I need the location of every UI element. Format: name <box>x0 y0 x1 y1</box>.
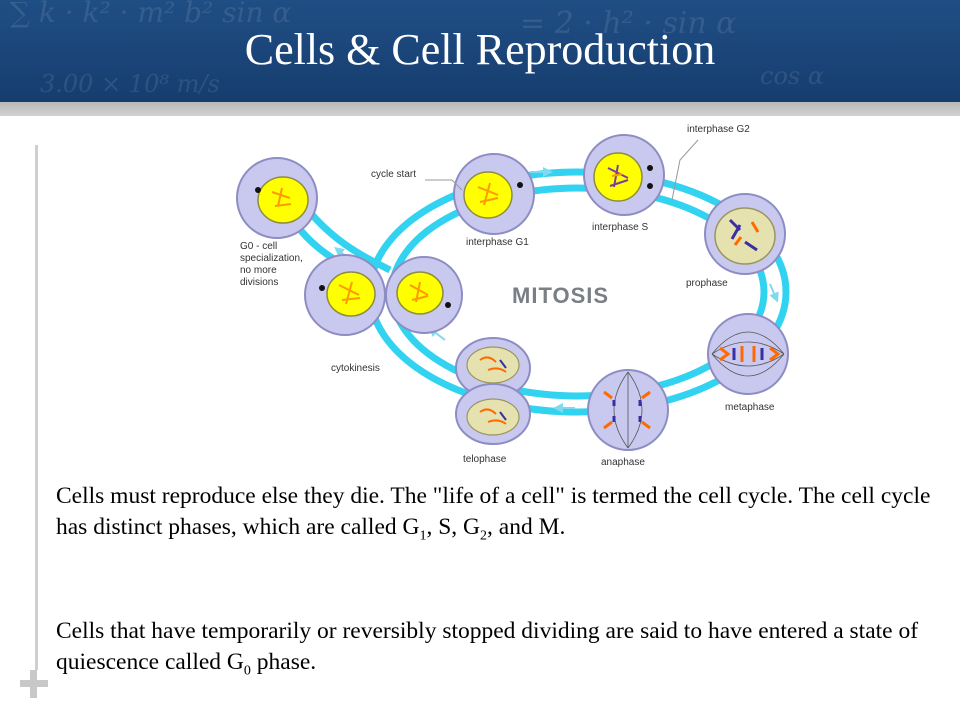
label-cytokinesis: cytokinesis <box>331 363 380 374</box>
label-metaphase: metaphase <box>725 402 775 413</box>
label-g0-line4: divisions <box>240 277 278 288</box>
label-prophase: prophase <box>686 278 728 289</box>
label-g0-line1: G0 - cell <box>240 241 277 252</box>
label-interphase-s: interphase S <box>592 222 648 233</box>
label-cycle-start: cycle start <box>371 169 416 180</box>
plus-icon <box>14 664 54 704</box>
cell-g0-top <box>236 157 318 239</box>
cell-anaphase <box>587 369 669 451</box>
cell-g1-early <box>385 256 463 334</box>
label-telophase: telophase <box>463 454 507 465</box>
label-anaphase: anaphase <box>601 457 645 468</box>
cell-interphase-s <box>583 134 665 216</box>
paragraph-quiescence: Cells that have temporarily or reversibl… <box>56 618 919 679</box>
header-background-decoration: = 2 · h² · sin α <box>520 6 737 41</box>
label-pointers <box>425 139 699 201</box>
header-divider <box>0 102 960 116</box>
cell-telophase <box>455 337 531 445</box>
paragraph-cell-cycle: Cells must reproduce else they die. The … <box>56 483 931 544</box>
decorative-vertical-line <box>35 145 38 670</box>
cell-interphase-g1 <box>453 153 535 235</box>
label-interphase-g1: interphase G1 <box>466 237 529 248</box>
label-interphase-g2: interphase G2 <box>687 124 750 135</box>
header-bar: ∑ k · k² · m² b² sin α = 2 · h² · sin α … <box>0 0 960 102</box>
header-background-decoration: cos α <box>760 62 825 90</box>
cell-g0-bottom <box>304 254 386 336</box>
cell-metaphase <box>707 313 789 395</box>
label-g0-line3: no more <box>240 265 277 276</box>
slide-title: Cells & Cell Reproduction <box>244 25 716 74</box>
cell-prophase <box>704 193 786 275</box>
label-mitosis: MITOSIS <box>512 283 609 308</box>
cell-cycle-diagram: interphase G2 cycle start interphase G1 … <box>236 124 790 468</box>
header-background-decoration: 3.00 × 10⁸ m/s <box>40 70 220 98</box>
label-g0-line2: specialization, <box>240 253 303 264</box>
header-background-decoration: ∑ k · k² · m² b² sin α <box>10 0 292 29</box>
